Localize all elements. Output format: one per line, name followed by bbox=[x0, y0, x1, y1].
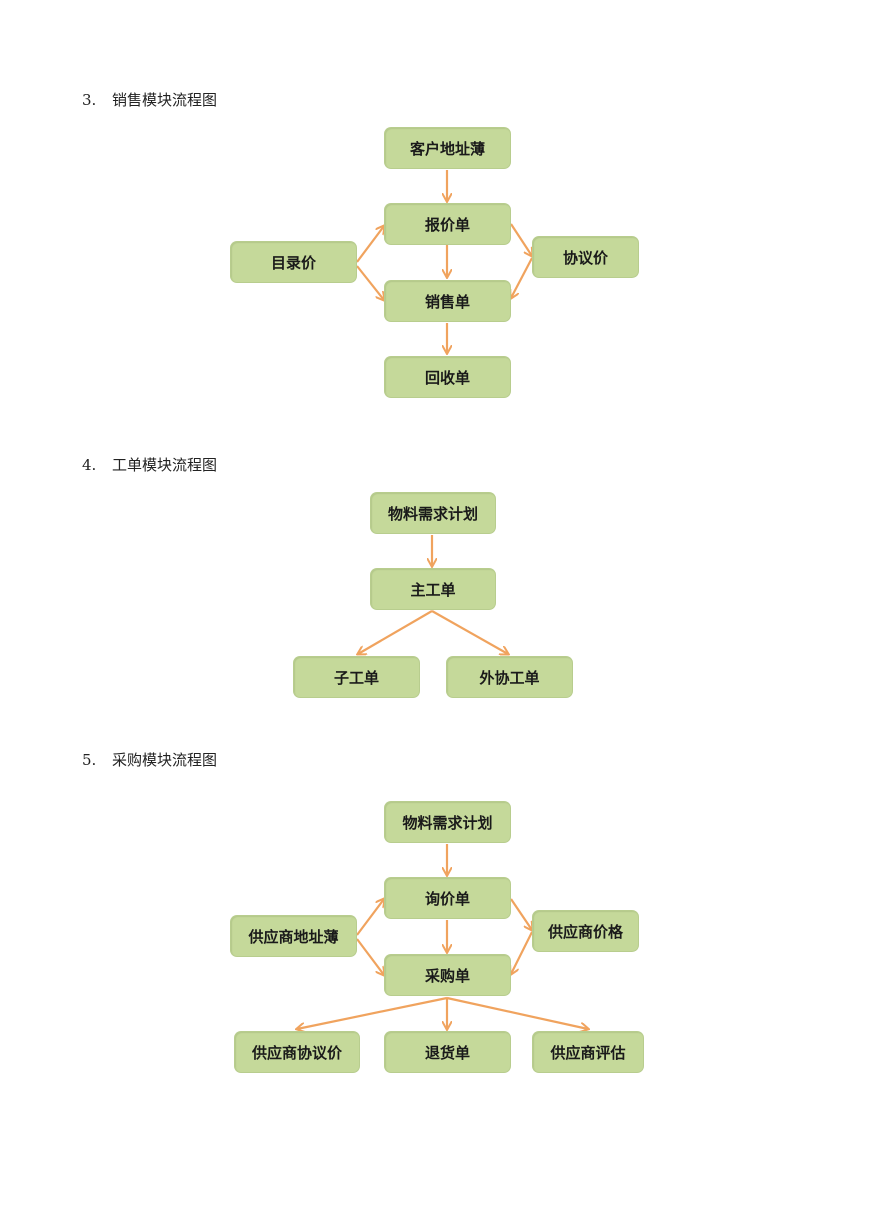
section-heading-purchase: 5. 采购模块流程图 bbox=[82, 750, 217, 770]
node-return-order: 退货单 bbox=[385, 1032, 510, 1072]
arrow-purchase-to-evaluation bbox=[446, 996, 588, 1029]
section-number: 5. bbox=[82, 751, 97, 769]
node-quotation: 报价单 bbox=[385, 204, 510, 244]
section-number: 3. bbox=[82, 91, 97, 109]
node-inquiry: 询价单 bbox=[385, 878, 510, 918]
section-title: 工单模块流程图 bbox=[112, 456, 218, 474]
arrow-purchase-to-agreement bbox=[297, 996, 448, 1029]
node-supplier-agreement-price: 供应商协议价 bbox=[235, 1032, 359, 1072]
node-supplier-evaluation: 供应商评估 bbox=[533, 1032, 643, 1072]
node-sub-work-order: 子工单 bbox=[294, 657, 419, 697]
arrow-supplier-price-to-purchase bbox=[511, 931, 533, 974]
node-sales-order: 销售单 bbox=[385, 281, 510, 321]
arrow-supplier-book-to-inquiry bbox=[356, 899, 384, 936]
section-number: 4. bbox=[82, 456, 97, 474]
arrow-inquiry-to-supplier-price bbox=[510, 898, 532, 930]
arrow-main-to-outsource bbox=[431, 610, 508, 654]
section-heading-work-order: 4. 工单模块流程图 bbox=[82, 455, 217, 475]
arrow-catalog-to-sales bbox=[356, 265, 384, 300]
arrow-supplier-book-to-purchase bbox=[356, 938, 384, 975]
arrow-agreement-to-sales bbox=[511, 257, 533, 298]
section-title: 采购模块流程图 bbox=[112, 751, 218, 769]
node-mrp: 物料需求计划 bbox=[385, 802, 510, 842]
node-catalog-price: 目录价 bbox=[231, 242, 356, 282]
node-customer-address-book: 客户地址薄 bbox=[385, 128, 510, 168]
node-mrp: 物料需求计划 bbox=[371, 493, 495, 533]
node-main-work-order: 主工单 bbox=[371, 569, 495, 609]
section-title: 销售模块流程图 bbox=[112, 91, 218, 109]
node-agreement-price: 协议价 bbox=[533, 237, 638, 277]
node-receipt: 回收单 bbox=[385, 357, 510, 397]
arrow-main-to-sub bbox=[358, 610, 433, 654]
arrow-catalog-to-quotation bbox=[356, 226, 384, 263]
node-outsource-work-order: 外协工单 bbox=[447, 657, 572, 697]
node-supplier-price: 供应商价格 bbox=[533, 911, 638, 951]
node-supplier-address-book: 供应商地址薄 bbox=[231, 916, 356, 956]
arrow-quotation-to-agreement bbox=[510, 223, 532, 256]
section-heading-sales: 3. 销售模块流程图 bbox=[82, 90, 217, 110]
node-purchase-order: 采购单 bbox=[385, 955, 510, 995]
